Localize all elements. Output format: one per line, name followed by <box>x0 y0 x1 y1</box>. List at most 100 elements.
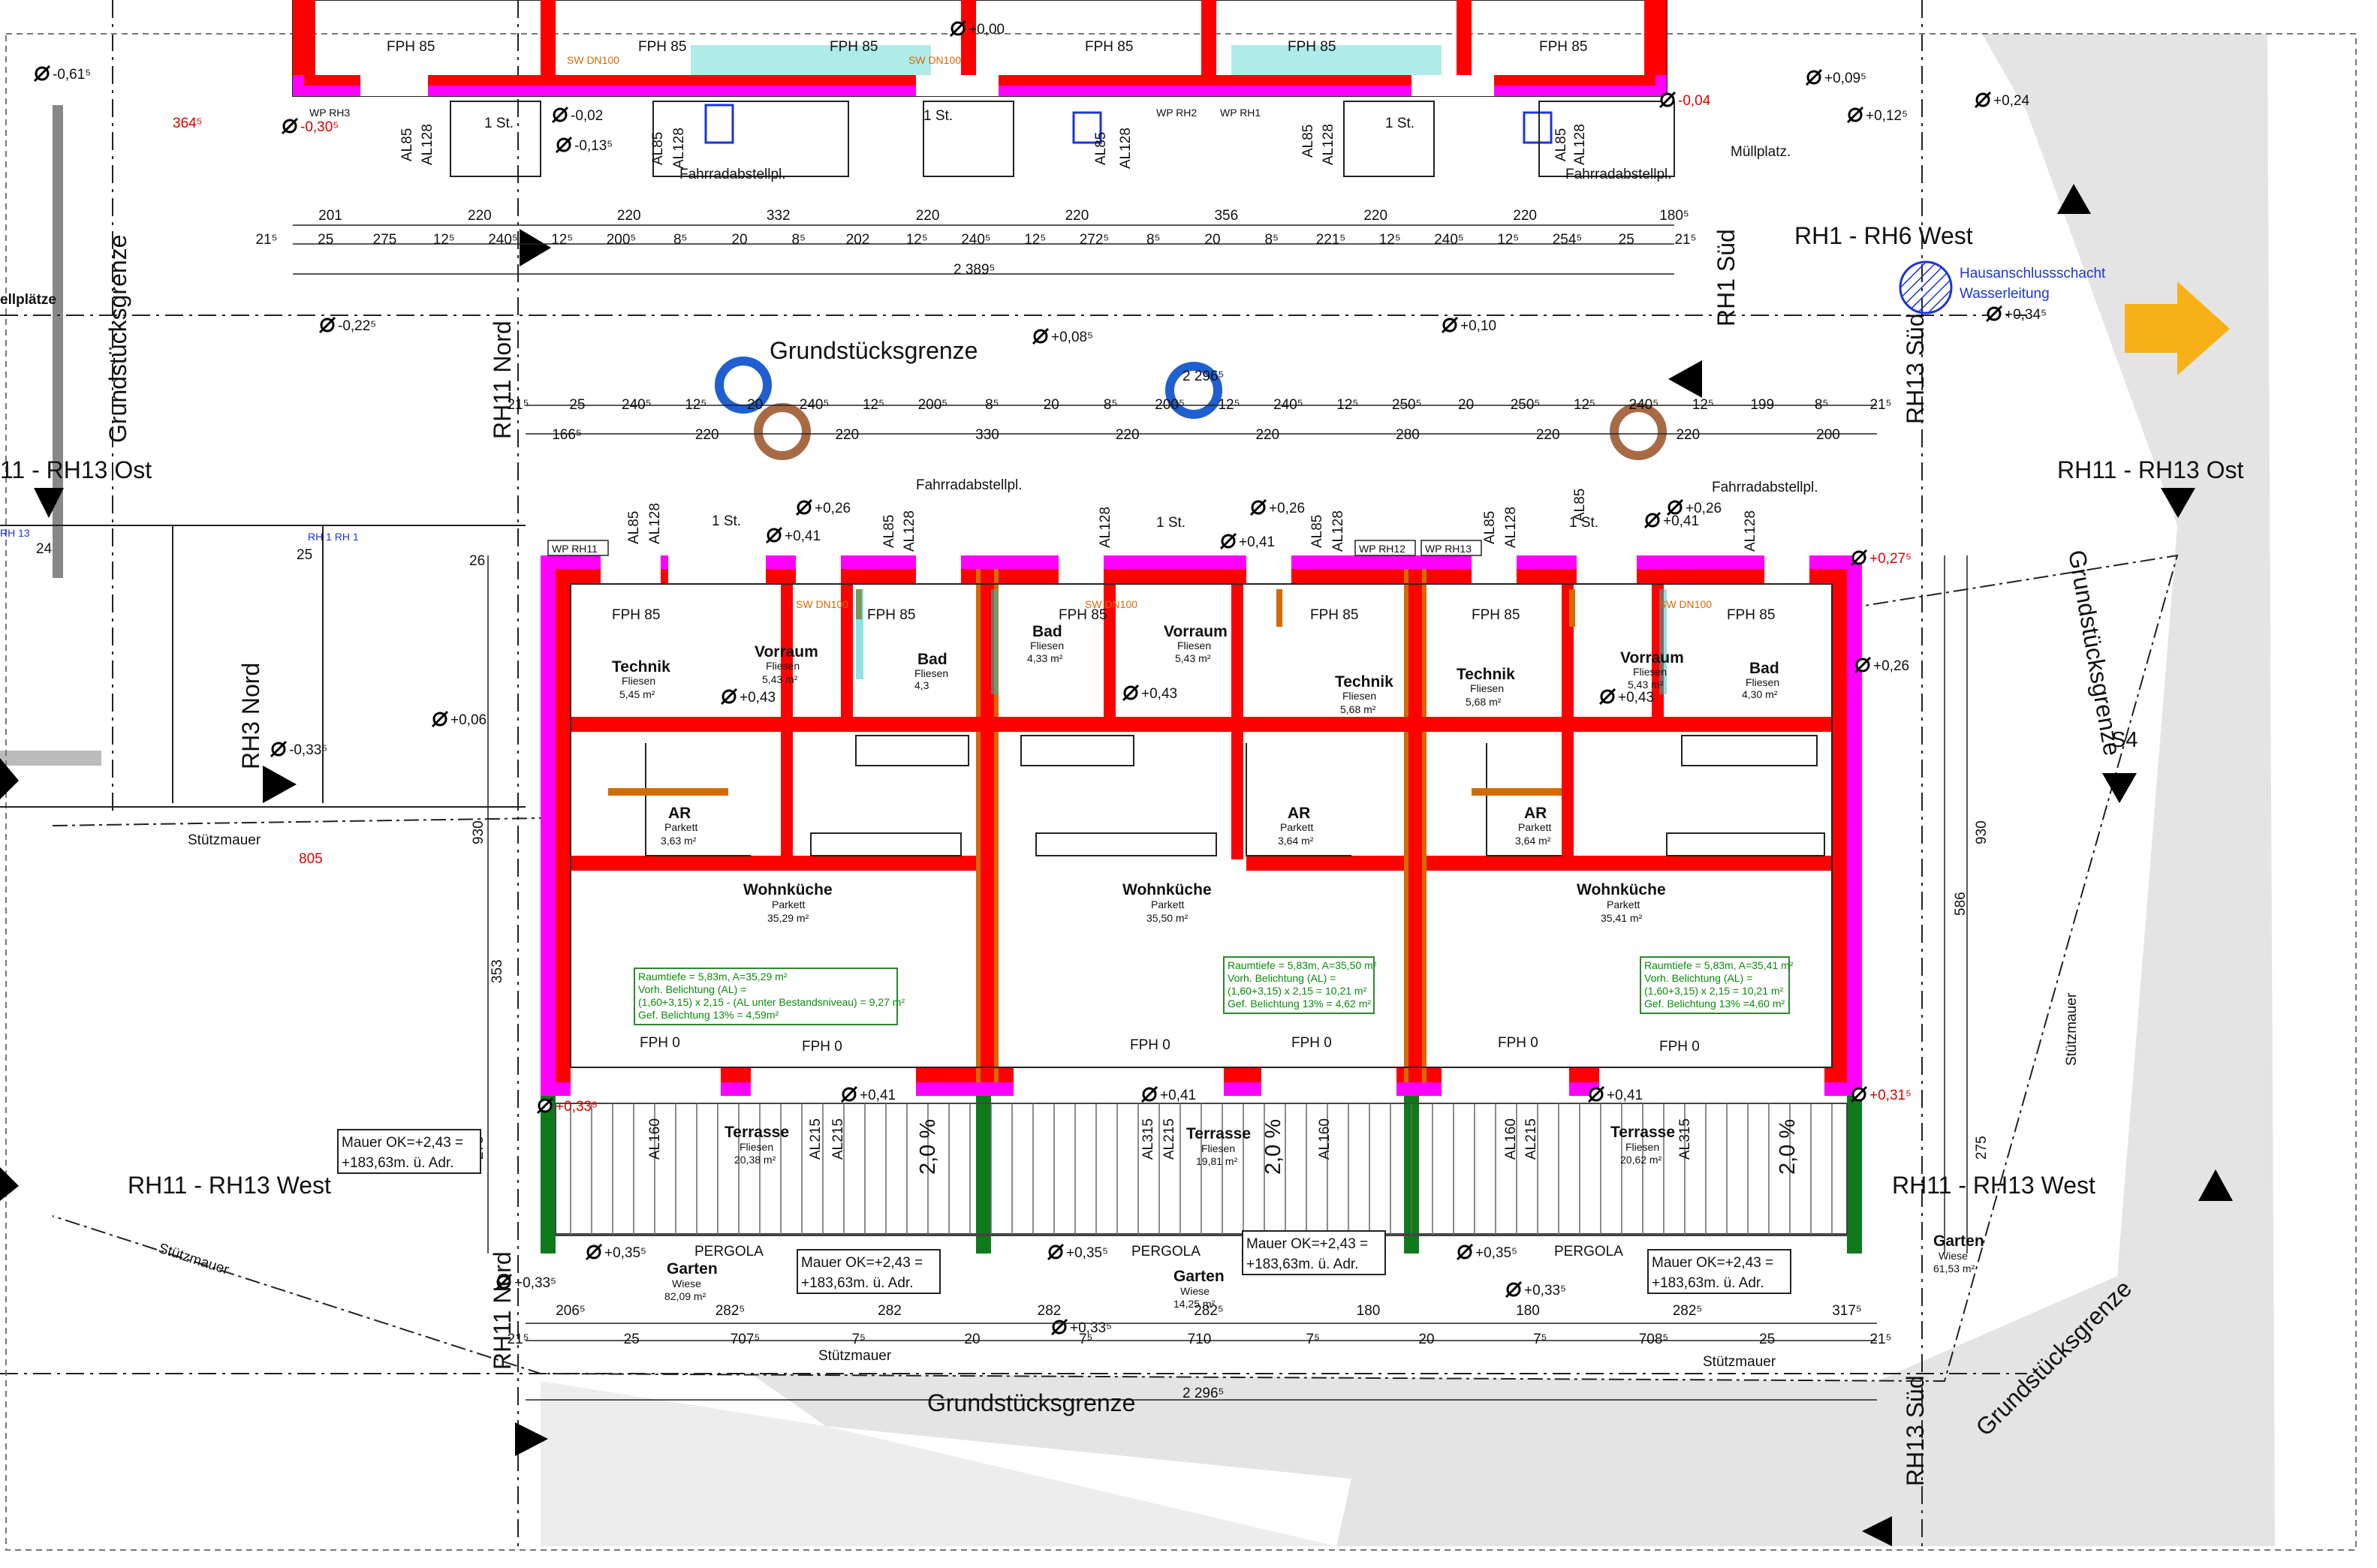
svg-text:AR: AR <box>668 805 691 822</box>
mid-al128-2: AL128 <box>902 510 917 552</box>
dimension-value: 220 <box>1513 208 1537 224</box>
mid-al128-4: AL128 <box>1330 510 1346 552</box>
svg-text:Terrasse: Terrasse <box>725 1124 789 1141</box>
top-al128-4: AL128 <box>1321 124 1336 165</box>
level-point: +0,24 <box>1974 91 2030 109</box>
svg-text:-0,22⁵: -0,22⁵ <box>338 318 376 334</box>
svg-text:Fliesen: Fliesen <box>1746 676 1779 688</box>
dimension-value: 710 <box>1188 1332 1212 1347</box>
grenze-top-label: Grundstücksgrenze <box>770 337 978 364</box>
level-point: +0,43 <box>1122 684 1177 702</box>
level-point: +0,06 <box>431 710 487 728</box>
svg-text:AL215: AL215 <box>808 1118 824 1160</box>
level-point: +0,41 <box>1219 532 1275 550</box>
dimension-value: 8⁵ <box>1146 232 1160 248</box>
svg-text:FPH 0: FPH 0 <box>1659 1039 1700 1055</box>
dimension-value: 330 <box>975 427 999 443</box>
top-sw-2: SW DN100 <box>908 54 961 66</box>
top-wp-rh3: WP RH3 <box>309 107 350 119</box>
svg-text:FPH 0: FPH 0 <box>640 1035 680 1051</box>
svg-text:FPH 85: FPH 85 <box>1059 607 1107 623</box>
dimension-value: 20 <box>1044 397 1059 413</box>
svg-text:Parkett: Parkett <box>1607 898 1640 910</box>
svg-text:Raumtiefe = 5,83m, A=35,50 m²: Raumtiefe = 5,83m, A=35,50 m² <box>1228 959 1377 971</box>
svg-text:Vorraum: Vorraum <box>1164 623 1228 640</box>
level-point: +0,09⁵ <box>1805 68 1866 86</box>
dimension-value: 250⁵ <box>1392 397 1422 413</box>
dimension-value: 240⁵ <box>961 232 991 248</box>
belichtung-note-3: Raumtiefe = 5,83m, A=35,41 m² Vorh. Beli… <box>1640 956 1794 1014</box>
svg-text:+183,63m. ü. Adr.: +183,63m. ü. Adr. <box>801 1275 913 1291</box>
dimension-value: 12⁵ <box>906 232 928 248</box>
svg-text:Fliesen: Fliesen <box>1342 690 1376 702</box>
level-point: -0,33⁵ <box>270 740 327 758</box>
svg-text:Vorraum: Vorraum <box>755 643 818 661</box>
svg-text:FPH 85: FPH 85 <box>1727 607 1775 623</box>
level-point: +0,43 <box>1598 688 1654 706</box>
top-fph-1: FPH 85 <box>387 39 435 55</box>
svg-text:5,45 m²: 5,45 m² <box>619 688 655 700</box>
top-wp-rh1: WP RH1 <box>1220 107 1261 119</box>
svg-text:5,68 m²: 5,68 m² <box>1340 703 1376 715</box>
top-sw-1: SW DN100 <box>567 54 619 66</box>
svg-text:Gef. Belichtung 13% = 4,62 m²: Gef. Belichtung 13% = 4,62 m² <box>1228 998 1371 1010</box>
mid-al128-6: AL128 <box>1743 510 1758 552</box>
svg-text:Terrasse: Terrasse <box>1610 1124 1675 1141</box>
svg-text:-0,30⁵: -0,30⁵ <box>300 119 339 135</box>
svg-text:35,41 m²: 35,41 m² <box>1601 912 1643 924</box>
svg-text:Mauer OK=+2,43 =: Mauer OK=+2,43 = <box>801 1255 923 1271</box>
grenze-right-label: Grundstücksgrenze <box>2063 548 2126 758</box>
dimension-value: 25 <box>1619 232 1634 248</box>
number-26: 26 <box>469 553 485 569</box>
svg-text:5,43 m²: 5,43 m² <box>762 673 798 685</box>
rh13-small-label: RH 13 <box>0 527 30 539</box>
dimension-value: 8⁵ <box>1815 397 1828 413</box>
dimension-value: 200⁵ <box>1155 397 1185 413</box>
svg-text:Fliesen: Fliesen <box>1201 1142 1235 1154</box>
dimension-value: 220 <box>1536 427 1560 443</box>
dimension-value: 317⁵ <box>1832 1303 1862 1319</box>
svg-text:4,3: 4,3 <box>914 679 929 691</box>
level-point: +0,26 <box>795 498 851 516</box>
svg-text:20,62 m²: 20,62 m² <box>1620 1154 1662 1166</box>
dimension-value: 12⁵ <box>1336 397 1358 413</box>
level-point: +0,12⁵ <box>1846 106 1908 124</box>
stuetzmauer-label-3: Stützmauer <box>818 1348 892 1364</box>
svg-text:+183,63m. ü. Adr.: +183,63m. ü. Adr. <box>1652 1275 1764 1291</box>
svg-text:+0,43: +0,43 <box>1141 686 1177 702</box>
top-fph-5: FPH 85 <box>1288 39 1336 55</box>
dim-364: 364⁵ <box>173 116 203 131</box>
dimension-value: 220 <box>1116 427 1140 443</box>
svg-text:Fliesen: Fliesen <box>914 667 948 679</box>
dimension-value: 200 <box>1816 427 1840 443</box>
svg-text:(1,60+3,15) x 2,15 = 10,21 m²: (1,60+3,15) x 2,15 = 10,21 m² <box>1228 985 1367 997</box>
dimension-value: 220 <box>1255 427 1279 443</box>
dimension-value: 240⁵ <box>488 232 518 248</box>
top-al128-1: AL128 <box>420 124 435 165</box>
svg-text:+183,63m. ü. Adr.: +183,63m. ü. Adr. <box>1246 1257 1358 1272</box>
svg-text:FPH 85: FPH 85 <box>612 607 660 623</box>
svg-text:Vorh. Belichtung (AL) =: Vorh. Belichtung (AL) = <box>1644 972 1752 984</box>
svg-text:Mauer OK=+2,43 =: Mauer OK=+2,43 = <box>342 1135 463 1151</box>
mid-al85-3: AL85 <box>1309 515 1325 548</box>
mauer-box-3: Mauer OK=+2,43 = +183,63m. ü. Adr. <box>1242 1230 1386 1275</box>
svg-text:4,33 m²: 4,33 m² <box>1027 652 1063 664</box>
dimension-value: 707⁵ <box>731 1332 761 1347</box>
svg-text:+0,35⁵: +0,35⁵ <box>1066 1245 1108 1261</box>
stuetzmauer-label-4: Stützmauer <box>1703 1354 1776 1370</box>
dimension-value: 12⁵ <box>1574 397 1595 413</box>
svg-text:Wohnküche: Wohnküche <box>1122 881 1212 898</box>
rh1-sued-label: RH1 Süd <box>1713 229 1740 327</box>
top-fph-3: FPH 85 <box>830 39 878 55</box>
svg-text:+0,00: +0,00 <box>969 22 1005 38</box>
dimension-value: 20 <box>731 232 747 248</box>
top-wp-rh2: WP RH2 <box>1156 107 1197 119</box>
mid-sw-3: SW DN100 <box>1659 598 1712 610</box>
level-point: +0,33⁵ <box>495 1273 556 1291</box>
svg-text:+0,41: +0,41 <box>785 528 821 544</box>
svg-text:Fliesen: Fliesen <box>766 660 800 672</box>
pergola-label-1: PERGOLA <box>694 1244 764 1260</box>
top-al85-1: AL85 <box>399 128 415 161</box>
top-1st-1: 1 St. <box>484 116 514 131</box>
stuetzmauer-label-5: Stützmauer <box>2064 992 2080 1066</box>
